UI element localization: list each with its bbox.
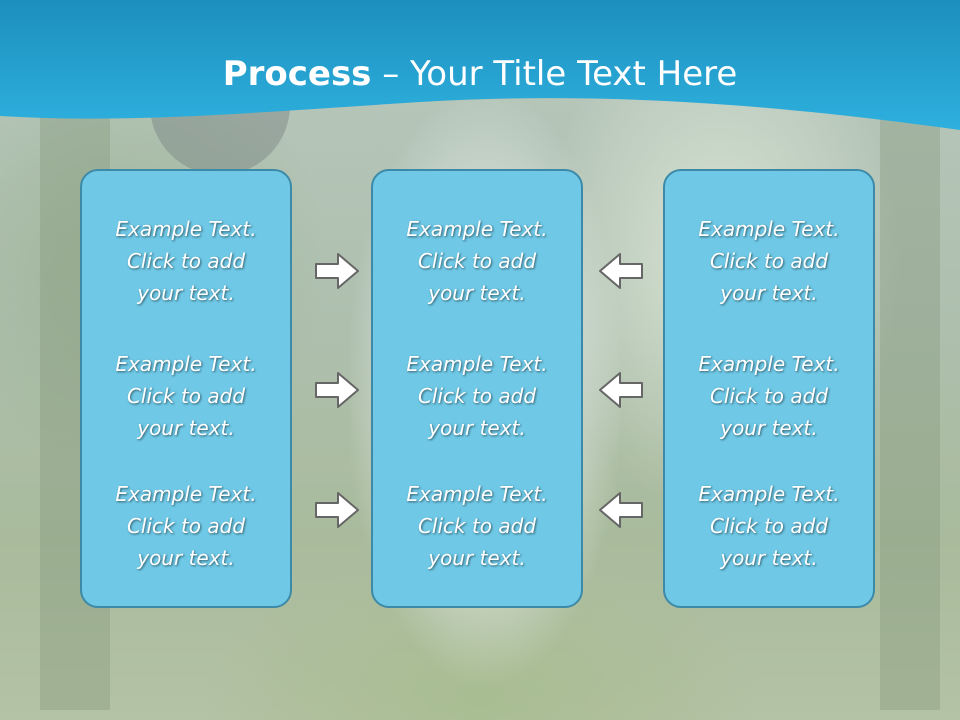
right-arrow-icon <box>315 253 359 289</box>
right-arrow-icon <box>315 492 359 528</box>
left-arrow-icon <box>599 492 643 528</box>
left-arrow-icon <box>599 372 643 408</box>
title-rest: – Your Title Text Here <box>371 54 738 94</box>
left-arrow-icon <box>599 253 643 289</box>
header-band <box>0 0 960 130</box>
background-tree <box>880 110 940 710</box>
title-bold: Process <box>222 54 372 94</box>
page-title[interactable]: Process – Your Title Text Here <box>0 52 960 96</box>
right-arrow-icon <box>315 372 359 408</box>
